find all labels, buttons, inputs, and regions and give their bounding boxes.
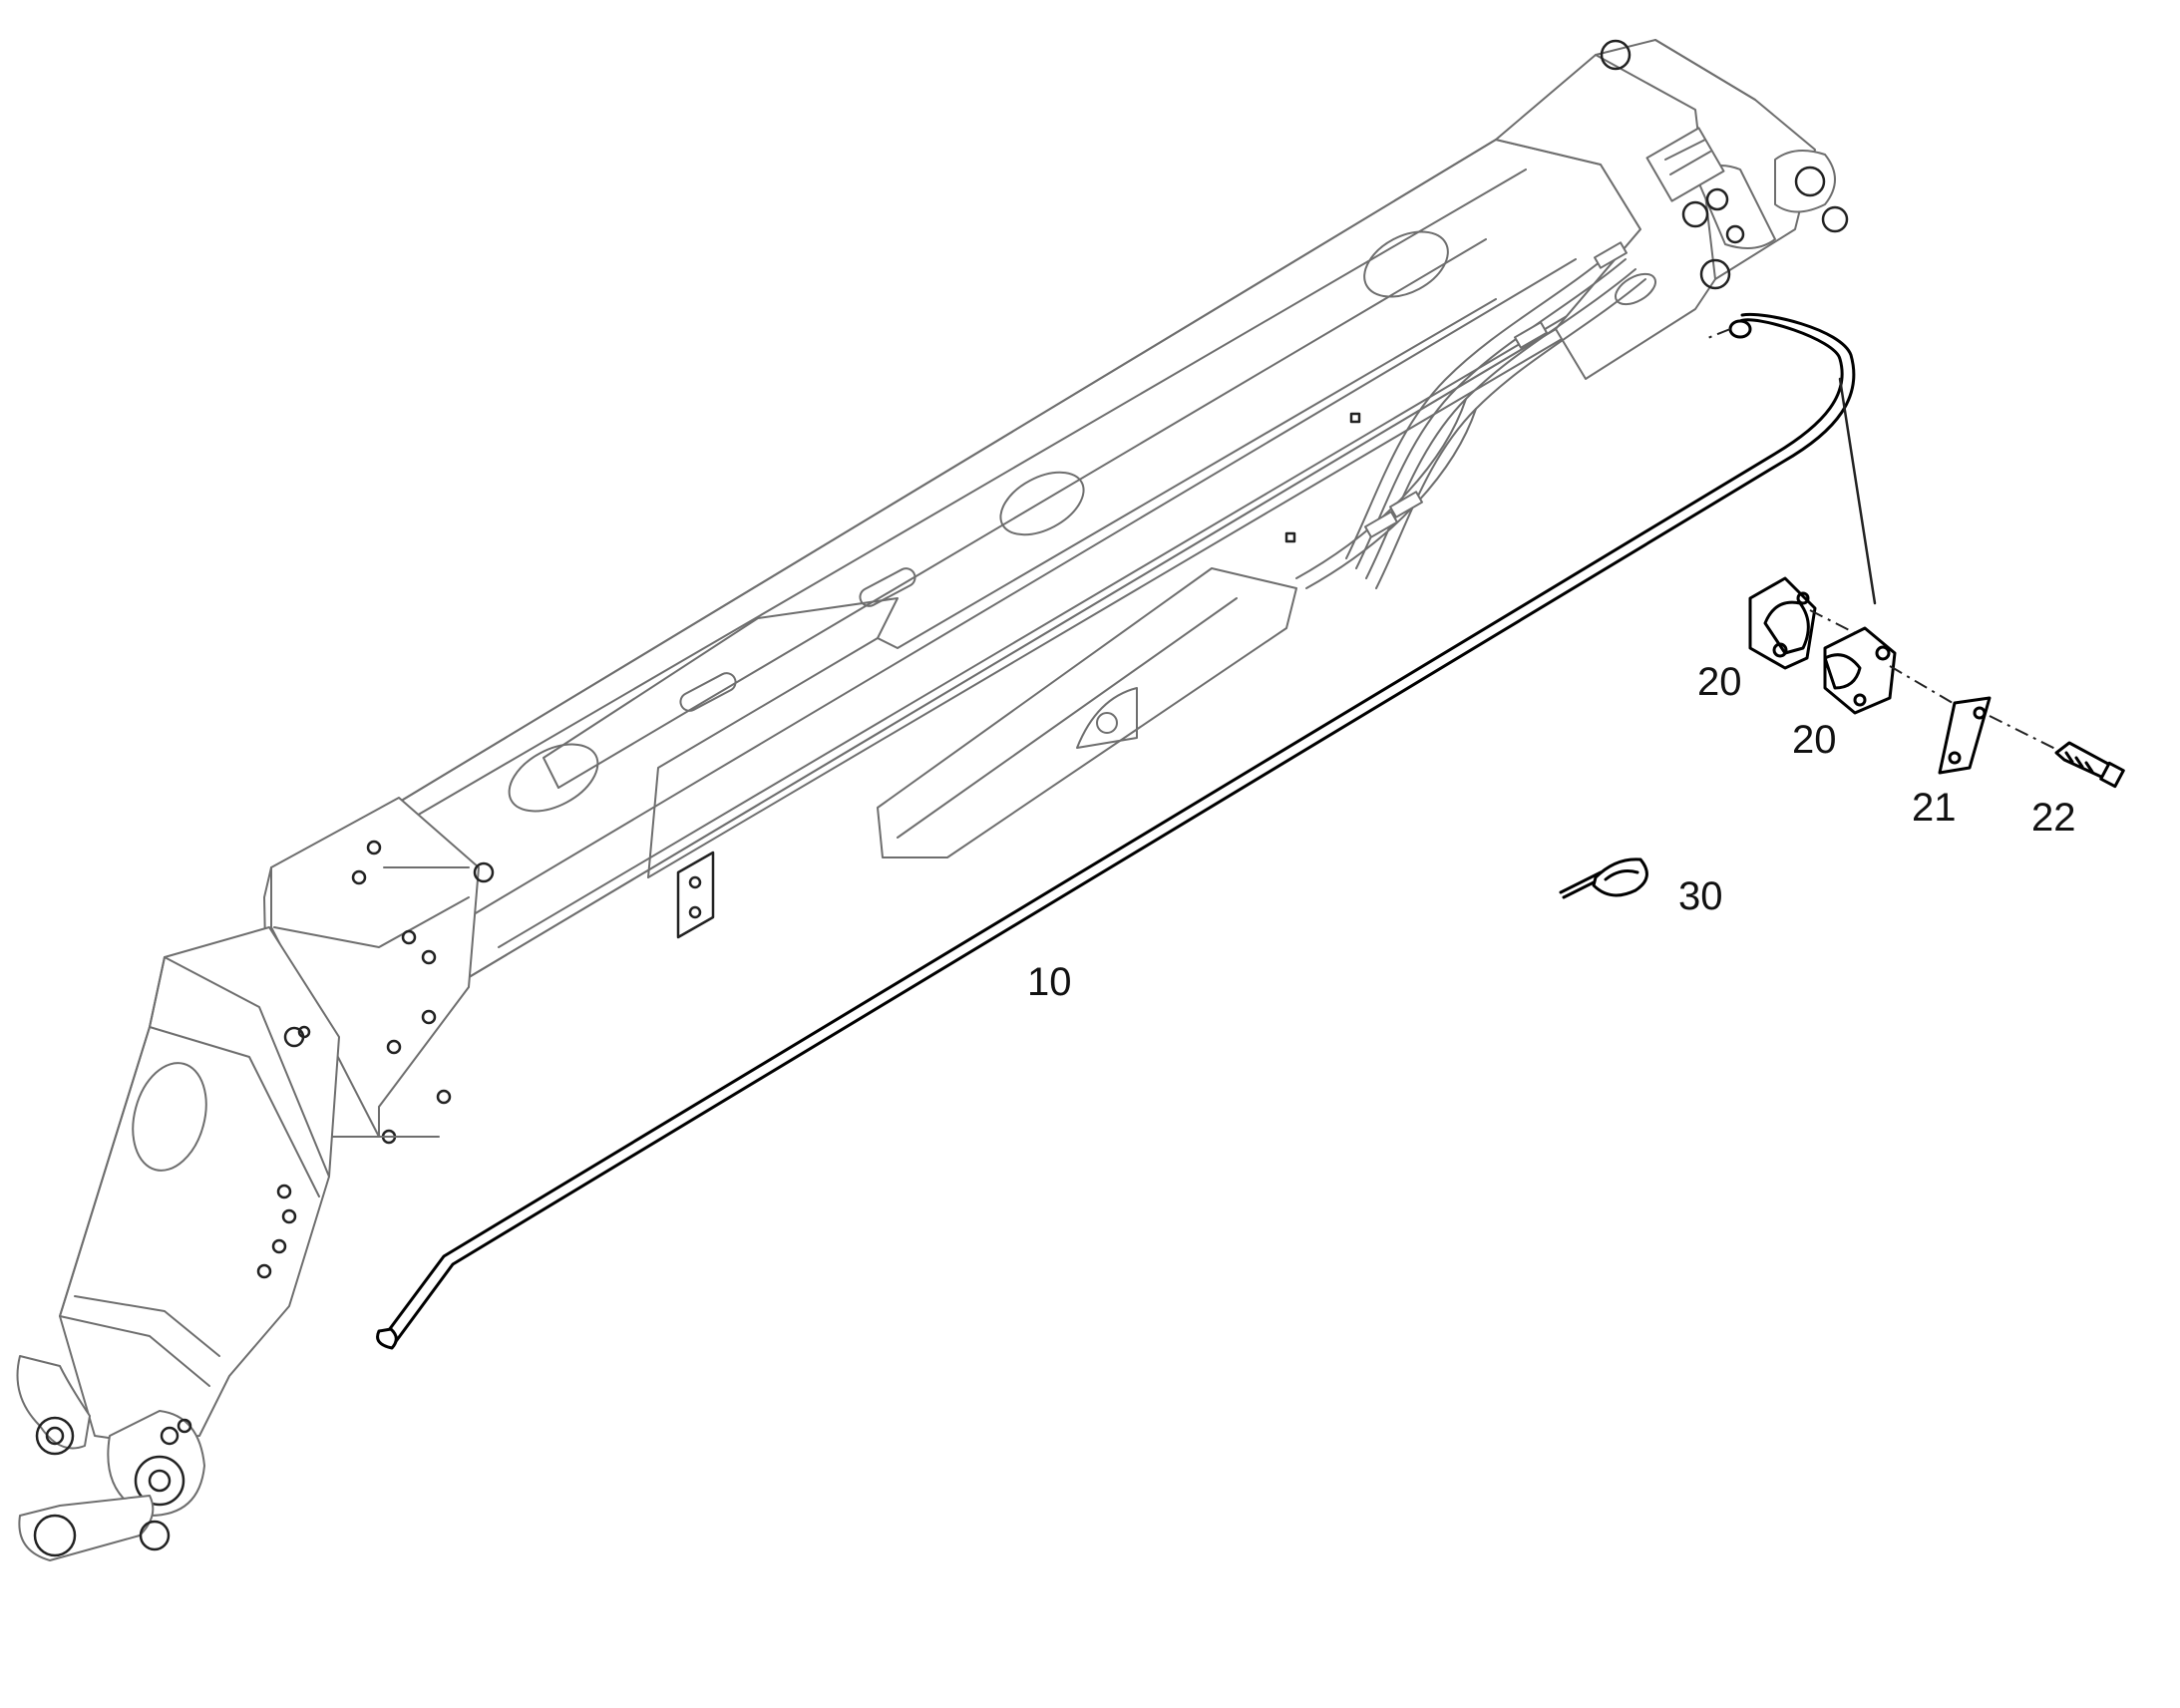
clamp-half-a — [1748, 576, 1817, 670]
beam-mount-plate — [676, 851, 715, 939]
cover-plate — [1938, 696, 1992, 775]
boom-knuckle-arm — [16, 926, 340, 1561]
label-clamp-half-b: 20 — [1792, 718, 1837, 762]
clamp-half-b — [1823, 626, 1897, 715]
label-hydraulic-pipe: 10 — [1027, 960, 1072, 1004]
boom-main-beam — [273, 139, 1641, 1008]
boom-assembly — [16, 39, 1849, 1561]
beam-holes — [508, 230, 1449, 813]
base-head-bolt-holes — [351, 840, 495, 1145]
knuckle-rivets — [256, 1025, 311, 1279]
bolt — [2054, 741, 2125, 789]
label-bolt: 22 — [2031, 796, 2076, 840]
cable-tie — [1559, 857, 1648, 899]
label-cable-tie: 30 — [1678, 874, 1723, 918]
label-cover-plate: 21 — [1912, 786, 1957, 830]
hydraulic-pipe — [376, 312, 1877, 1350]
label-clamp-half-a: 20 — [1697, 660, 1742, 704]
boom-tip-head — [1495, 39, 1849, 380]
slide-pad — [877, 567, 1297, 858]
hose-bundle — [1284, 241, 1646, 589]
